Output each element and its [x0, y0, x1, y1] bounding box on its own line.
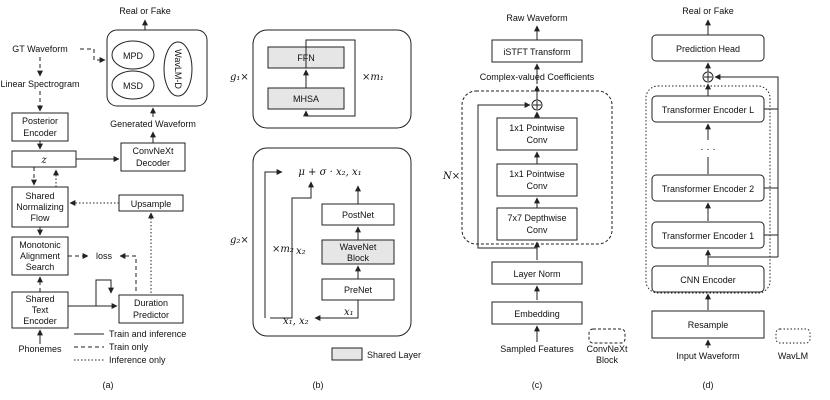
layer-norm-box: [491, 261, 583, 285]
n-repeat-label: N×: [442, 171, 460, 182]
sampled-features-label: Sampled Features: [500, 344, 574, 354]
panel-c: Raw Waveform iSTFT Transform Complex-val…: [442, 13, 628, 390]
wavlm-legend-swatch: [775, 328, 811, 344]
mas-line2: Alignment: [20, 251, 61, 261]
shared-flow-line1: Shared: [25, 191, 54, 201]
duration-predictor-box: [118, 294, 184, 324]
g2-repeat-label: g₂×: [230, 235, 249, 246]
postnet-label: PostNet: [342, 210, 375, 220]
loss-label: loss: [96, 251, 113, 261]
phonemes-label: Phonemes: [18, 344, 62, 354]
dw-line1: 7x7 Depthwise: [507, 213, 566, 223]
mpd-label: MPD: [123, 51, 144, 61]
caption-c: (c): [532, 380, 543, 390]
embedding-label: Embedding: [514, 309, 560, 319]
msd-label: MSD: [123, 81, 144, 91]
duration-line2: Predictor: [133, 310, 169, 320]
convnext-decoder-line2: Decoder: [136, 158, 170, 168]
dw-line2: Conv: [526, 225, 548, 235]
panel-b: g₁× FFN MHSA ×m₁ g₂× μ + σ · x₂, x₁ ×m₂ …: [230, 29, 421, 390]
panel-a: Real or Fake MPD MSD WavLM-D GT Waveform…: [0, 6, 208, 390]
generated-waveform-label: Generated Waveform: [110, 119, 196, 129]
pointwise-conv-1-box: [496, 163, 578, 197]
prenet-label: PreNet: [344, 285, 373, 295]
mas-line1: Monotonic: [19, 240, 61, 250]
g1-block: [252, 29, 412, 129]
duration-line1: Duration: [134, 298, 168, 308]
cnn-encoder-label: CNN Encoder: [680, 275, 736, 285]
posterior-encoder-box: [11, 112, 69, 142]
mhsa-label: MHSA: [293, 94, 319, 104]
wavenet-line2: Block: [347, 253, 370, 263]
cnn-encoder-box: [651, 265, 765, 293]
layer-norm-label: Layer Norm: [513, 269, 560, 279]
transformer-encoder-l-label: Transformer Encoder L: [662, 105, 754, 115]
x1-x2-label: x₁, x₂: [283, 316, 309, 327]
convnext-block-legend-line2: Block: [596, 355, 619, 365]
caption-b: (b): [313, 380, 324, 390]
shared-text-line2: Text: [32, 305, 49, 315]
caption-a: (a): [103, 380, 114, 390]
g1-repeat-label: g₁×: [230, 72, 249, 83]
resample-label: Resample: [688, 320, 729, 330]
wavlm-d-label: WavLM-D: [173, 49, 183, 89]
shared-flow-line2: Normalizing: [16, 202, 64, 212]
real-or-fake-label-d: Real or Fake: [682, 6, 734, 16]
shared-layer-legend-label: Shared Layer: [367, 350, 421, 360]
linear-spectrogram-label: Linear Spectrogram: [0, 79, 79, 89]
latent-z-label: z: [40, 155, 47, 166]
depthwise-conv-box: [496, 207, 578, 241]
caption-d: (d): [703, 380, 714, 390]
x2-label: x₂: [296, 246, 306, 257]
legend-train-inference: Train and inference: [109, 329, 186, 339]
legend-inference-only: Inference only: [109, 355, 166, 365]
panel-d: Real or Fake Prediction Head Transformer…: [645, 6, 811, 390]
shared-normalizing-flow-box: [11, 186, 69, 228]
transformer-encoder-1-label: Transformer Encoder 1: [662, 231, 754, 241]
pw2-line2: Conv: [526, 135, 548, 145]
convnext-block-legend-line1: ConvNeXt: [586, 344, 628, 354]
istft-label: iSTFT Transform: [503, 47, 570, 57]
shared-flow-line3: Flow: [30, 213, 50, 223]
wavlm-legend-label: WavLM: [778, 351, 808, 361]
wavenet-block-box: [321, 239, 395, 265]
x1-label: x₁: [344, 307, 354, 318]
wavlm-d-discriminator: [163, 41, 193, 97]
shared-text-line3: Encoder: [23, 316, 57, 326]
embedding-box: [491, 301, 583, 325]
input-waveform-label: Input Waveform: [676, 351, 739, 361]
convnext-decoder-line1: ConvNeXt: [132, 146, 174, 156]
transformer-encoder-2-label: Transformer Encoder 2: [662, 184, 754, 194]
pointwise-conv-2-box: [496, 117, 578, 151]
prediction-head-label: Prediction Head: [676, 44, 740, 54]
upsample-label: Upsample: [131, 199, 172, 209]
msd-discriminator: [111, 70, 155, 100]
posterior-encoder-line1: Posterior: [22, 116, 58, 126]
shared-layer-legend-swatch: [331, 347, 363, 361]
ellipsis-label: · · ·: [700, 144, 716, 155]
legend-train-only: Train only: [109, 342, 149, 352]
gt-waveform-label: GT Waveform: [12, 44, 68, 54]
shared-text-line1: Shared: [25, 294, 54, 304]
m1-repeat-label: ×m₁: [362, 72, 384, 83]
pw1-line2: Conv: [526, 181, 548, 191]
pw1-line1: 1x1 Pointwise: [509, 169, 565, 179]
mpd-discriminator: [111, 40, 155, 70]
resample-box: [651, 310, 765, 339]
posterior-encoder-line2: Encoder: [23, 128, 57, 138]
mas-line3: Search: [26, 262, 55, 272]
raw-waveform-label: Raw Waveform: [506, 13, 567, 23]
wavenet-line1: WaveNet: [340, 242, 377, 252]
convnext-block-legend-swatch: [588, 328, 626, 344]
m2-repeat-label: ×m₂: [272, 244, 294, 255]
pw2-line1: 1x1 Pointwise: [509, 123, 565, 133]
real-or-fake-label-a: Real or Fake: [119, 6, 171, 16]
affine-formula: μ + σ · x₂, x₁: [298, 167, 361, 178]
